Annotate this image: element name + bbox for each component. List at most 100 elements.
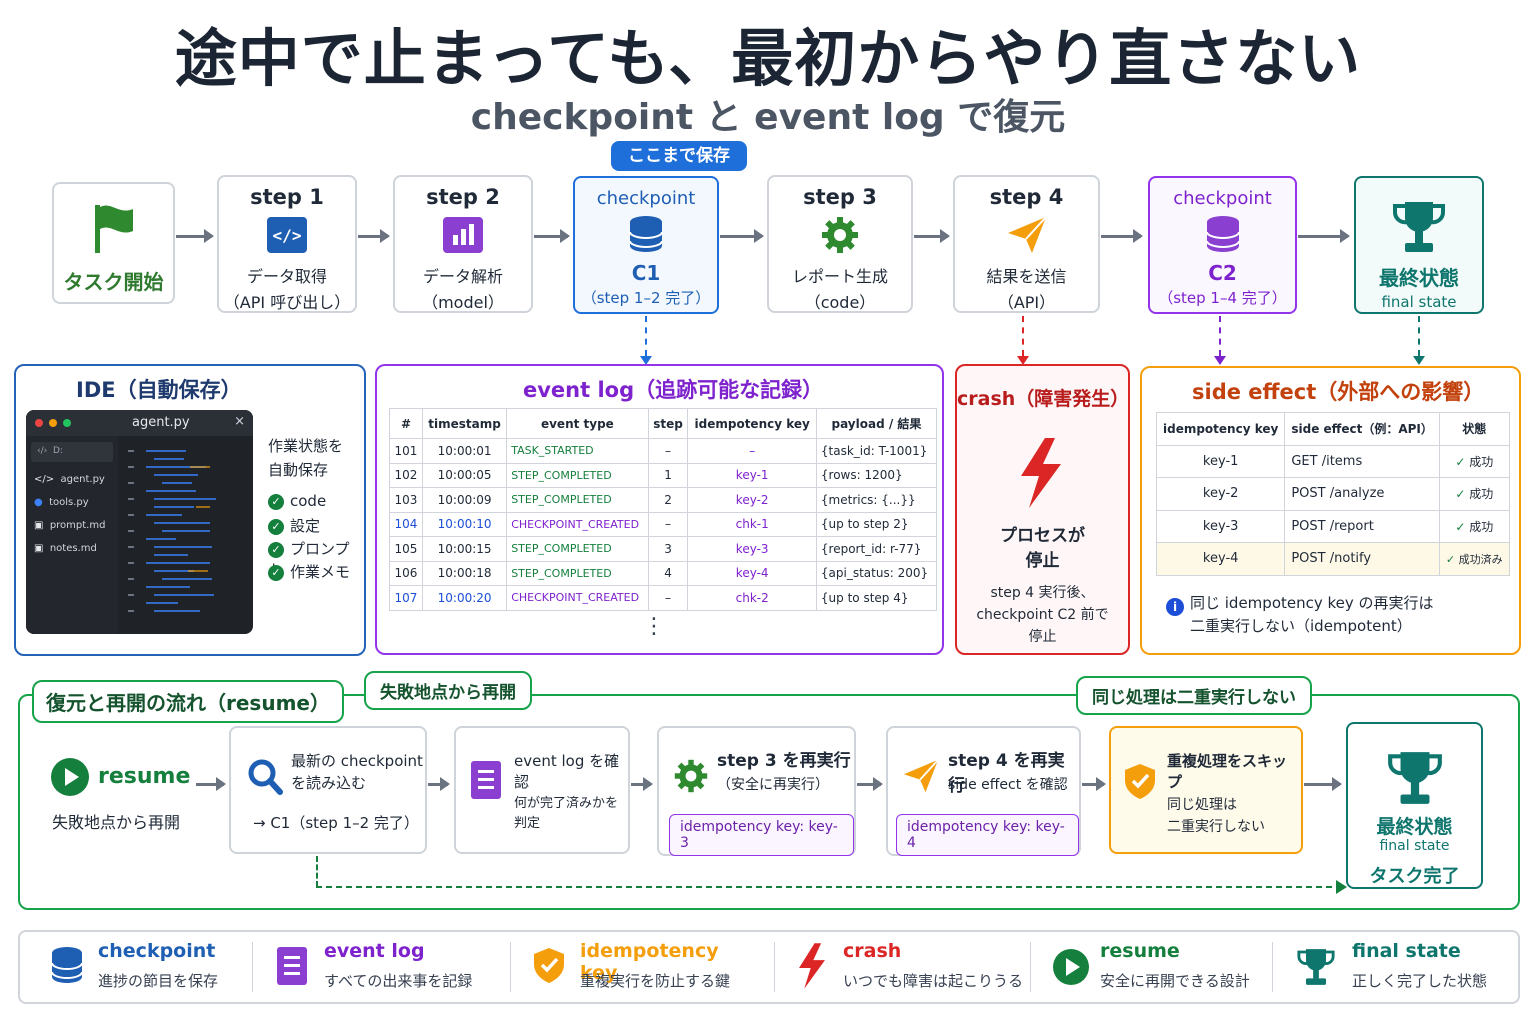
step3-head: step 3 [803, 185, 877, 209]
close-dot-icon[interactable] [35, 419, 43, 427]
gear-icon [673, 758, 709, 798]
step4-head: step 4 [989, 185, 1064, 209]
flag-icon [54, 200, 173, 256]
table-cell: – [647, 438, 689, 464]
table-cell: key-1 [1155, 444, 1286, 478]
resume-title: 復元と再開の流れ（resume） [32, 680, 344, 723]
table-cell: – [647, 585, 689, 611]
start-label: タスク開始 [63, 270, 164, 294]
table-cell: 10:00:15 [421, 536, 508, 562]
paper-plane-icon [902, 758, 940, 798]
file-item[interactable]: ● tools.py [34, 497, 89, 508]
table-cell: ✓ 成功 [1438, 477, 1510, 511]
file-item[interactable]: </> agent.py [34, 474, 105, 485]
table-cell: 101 [389, 438, 423, 464]
legend-title: resume [1100, 940, 1180, 962]
play-icon[interactable] [50, 757, 90, 801]
autosave-item: ✓作業メモ [268, 561, 350, 582]
file-item[interactable]: ▣ notes.md [34, 543, 97, 554]
table-cell: chk-2 [687, 585, 817, 611]
event-log-header: idempotency key [687, 408, 817, 439]
table-cell: TASK_STARTED [506, 438, 649, 464]
code-editor-area[interactable] [126, 444, 246, 630]
code-icon: ‹/› [37, 446, 48, 456]
rerun-step4: step 4 を再実行 side effect を確認 idempotency … [886, 726, 1081, 856]
step2-line2: （model） [422, 293, 504, 312]
legend-desc: 重複実行を防止する鍵 [580, 972, 731, 990]
table-cell: key-1 [687, 462, 817, 488]
cp1-head: checkpoint [596, 188, 696, 209]
step4-card: step 4 結果を送信 （API） [953, 175, 1100, 313]
table-cell: – [647, 511, 689, 537]
step2-head: step 2 [426, 185, 500, 209]
table-cell: 103 [389, 487, 423, 513]
trophy-icon [1296, 946, 1336, 992]
resume-label: resume [98, 764, 191, 789]
bubble-restart-from-failure: 失敗地点から再開 [364, 671, 532, 710]
table-cell: STEP_COMPLETED [506, 560, 649, 586]
log-book-icon [470, 760, 502, 804]
svg-text:</>: </> [273, 226, 302, 245]
table-cell: – [687, 438, 817, 464]
table-cell: ✓ 成功 [1438, 509, 1510, 543]
load-cp-line2: を読み込む [291, 774, 367, 792]
legend-desc: いつでも障害は起こりうる [843, 972, 1024, 990]
table-cell: key-2 [687, 487, 817, 513]
table-cell: CHECKPOINT_CREATED [506, 511, 649, 537]
table-cell: 10:00:20 [421, 585, 508, 611]
log-book-icon [276, 946, 308, 990]
autosave-item: ✓設定 [268, 515, 320, 536]
step4-line1: 結果を送信 [986, 267, 1067, 286]
table-cell: 105 [389, 536, 423, 562]
maximize-dot-icon[interactable] [63, 419, 71, 427]
rerun4-line1: step 4 を再実行 [948, 751, 1065, 796]
check-icon: ✓ [1455, 487, 1470, 502]
final-state-card: 最終状態 final state [1354, 176, 1484, 314]
gear-icon [769, 215, 911, 255]
table-cell: {up to step 2} [815, 511, 938, 537]
rerun3-line2: （安全に再実行） [717, 777, 829, 793]
minimize-dot-icon[interactable] [49, 419, 57, 427]
step2-line1: データ解析 [422, 267, 503, 286]
ide-panel: IDE（自動保存） agent.py × ‹/› D: </> agent.py… [14, 364, 366, 656]
table-cell: chk-1 [687, 511, 817, 537]
crash-desc: step 4 実行後、 checkpoint C2 前で 停止 [976, 585, 1109, 645]
table-cell: STEP_COMPLETED [506, 487, 649, 513]
database-icon [50, 946, 84, 990]
legend-idempotency-key: idempotency key 重複実行を防止する鍵 [532, 940, 762, 996]
play-icon [1052, 948, 1090, 990]
markdown-icon: ▣ [34, 520, 44, 531]
check-event-log-step: event log を確認 何が完了済みかを 判定 [454, 726, 630, 854]
table-cell: 4 [647, 560, 689, 586]
check-icon: ✓ [268, 493, 284, 510]
file-item[interactable]: ▣ prompt.md [34, 520, 106, 531]
table-cell: POST /report [1284, 509, 1440, 543]
table-cell: 107 [389, 585, 423, 611]
side-effect-header: idempotency key [1155, 412, 1286, 446]
legend-crash: crash いつでも障害は起こりうる [795, 940, 1025, 996]
markdown-icon: ▣ [34, 543, 44, 554]
database-icon [575, 215, 717, 255]
page-title: 途中で止まっても、最初からやり直さない [174, 22, 1362, 95]
legend-desc: 安全に再開できる設計 [1100, 972, 1250, 990]
table-cell: 104 [389, 511, 423, 537]
crash-title: crash（障害発生） [957, 388, 1130, 410]
close-tab-icon[interactable]: × [234, 414, 245, 429]
python-icon: ● [34, 497, 43, 508]
table-cell: {rows: 1200} [815, 462, 938, 488]
cp1-line2: （step 1–2 完了） [581, 289, 711, 307]
table-cell: 3 [647, 536, 689, 562]
event-log-title: event log（追跡可能な記録） [523, 378, 824, 402]
legend-checkpoint: checkpoint 進捗の節目を保存 [50, 940, 250, 996]
event-log-header: # [389, 408, 423, 439]
step1-line2: （API 呼び出し） [223, 293, 351, 312]
code-file-icon: </> [34, 474, 55, 485]
load-cp-line1: 最新の checkpoint [291, 752, 423, 770]
final2-line1: 最終状態 [1376, 816, 1453, 838]
